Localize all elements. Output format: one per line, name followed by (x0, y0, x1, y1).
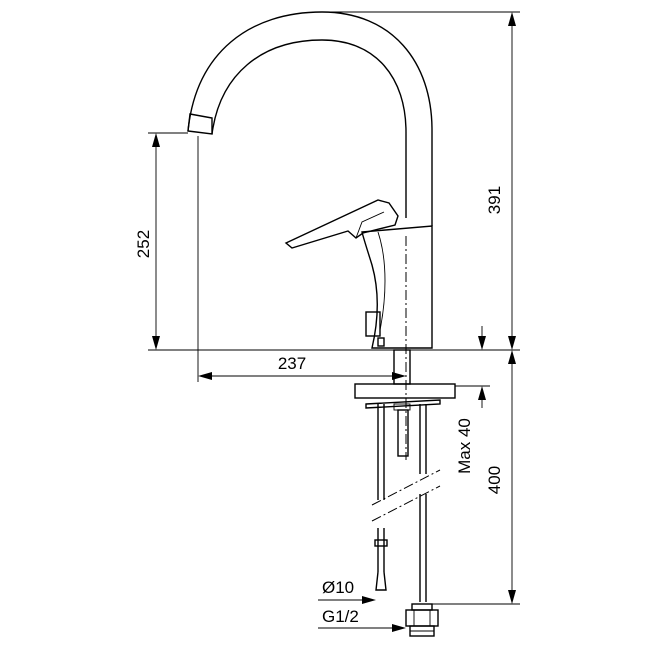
arrow-d10 (362, 596, 376, 604)
lever-handle (284, 199, 399, 249)
dim-hose-diameter: Ø10 (318, 578, 376, 604)
hose-fitting (374, 539, 388, 547)
label-max40: Max 40 (455, 418, 474, 474)
faucet-outline (180, 11, 520, 382)
arrow-max40-bottom (478, 386, 486, 400)
arrow-g12 (392, 624, 406, 632)
arrow-391-bottom (508, 336, 516, 350)
connector-nut (405, 609, 439, 627)
dim-spout-reach: 237 (198, 354, 406, 380)
label-252: 252 (134, 230, 153, 258)
spout-tip (187, 113, 213, 135)
arrow-237-right (392, 372, 406, 380)
mounting-washer (365, 399, 441, 409)
label-237: 237 (278, 354, 306, 373)
dim-spout-height: 252 (134, 132, 188, 351)
base-plate (354, 383, 456, 399)
arrow-400-top (508, 350, 516, 364)
arrow-391-top (508, 12, 516, 26)
arrow-400-bottom (508, 590, 516, 604)
shank (393, 349, 411, 385)
label-400: 400 (485, 466, 504, 494)
body-inner-line (377, 231, 386, 331)
label-g12: G1/2 (322, 607, 359, 626)
label-391: 391 (485, 186, 504, 214)
spout-inner (211, 39, 407, 218)
arrow-max40-top (478, 336, 486, 350)
break-line-top (371, 469, 441, 506)
dim-thread: G1/2 (318, 607, 406, 632)
faucet-body (361, 225, 433, 349)
mounting-assembly (354, 236, 456, 637)
hose-end (375, 571, 387, 591)
threaded-rod (397, 409, 409, 457)
arrow-252-top (152, 133, 160, 147)
dim-hose-length: 400 (430, 350, 520, 605)
front-button (365, 311, 381, 337)
dim-total-height: 391 (322, 11, 520, 350)
dim-max-thickness: Max 40 (455, 326, 490, 474)
break-line-bottom (371, 485, 441, 522)
spout-outer (187, 11, 433, 226)
label-d10: Ø10 (322, 578, 354, 597)
arrow-252-bottom (152, 336, 160, 350)
connector-top (411, 603, 433, 611)
lever-detail (355, 211, 385, 239)
body-nub (377, 337, 385, 347)
arrow-237-left (198, 372, 212, 380)
